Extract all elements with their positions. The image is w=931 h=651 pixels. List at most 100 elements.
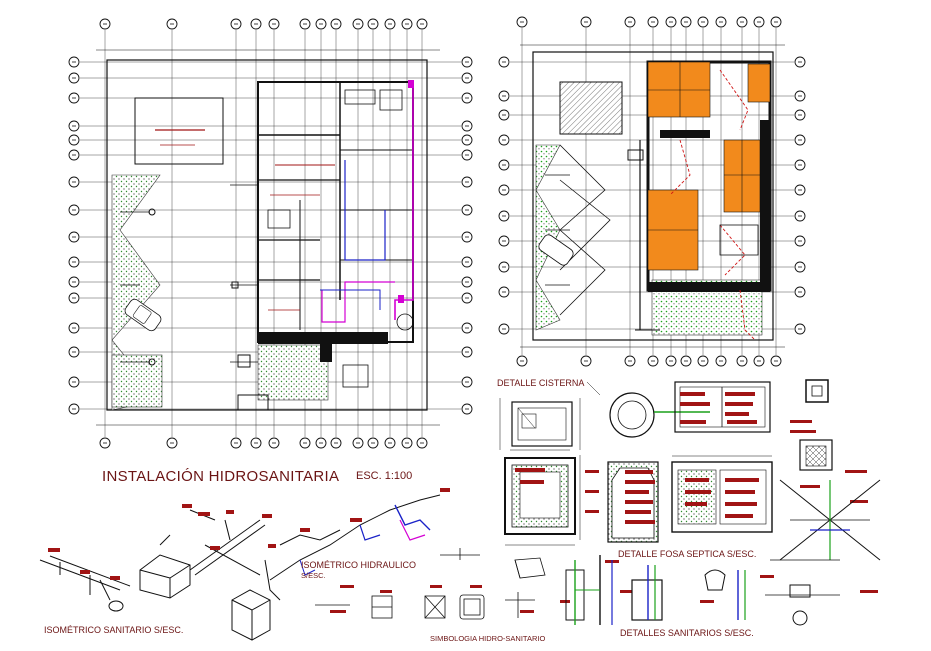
grid-bubble [68, 92, 80, 104]
grid-bubble [315, 18, 327, 30]
annotation-bar [725, 502, 757, 506]
car-symbol-right [538, 234, 574, 266]
grid-bubble [794, 286, 806, 298]
grid-bubble [352, 437, 364, 449]
label-isometrico-hidraulico-scale: S/ESC. [301, 571, 326, 580]
grid-axis-bottom-left [99, 437, 428, 449]
annotation-bar [625, 470, 653, 474]
grid-bubble [794, 134, 806, 146]
grid-bubble [68, 134, 80, 146]
grid-bubble [461, 56, 473, 68]
grid-bubble [68, 276, 80, 288]
grid-bubble [794, 235, 806, 247]
grid-bubble [498, 235, 510, 247]
annotation-bar [620, 590, 632, 593]
grid-bubble [299, 18, 311, 30]
dimension-lines [96, 44, 785, 426]
grid-bubble [461, 231, 473, 243]
grid-bubble [516, 16, 528, 28]
grid-bubble [461, 276, 473, 288]
drawing-title: INSTALACIÓN HIDROSANITARIA [102, 468, 340, 485]
annotation-bar [760, 575, 774, 578]
grid-bubble [498, 90, 510, 102]
grid-bubble [794, 210, 806, 222]
annotation-bar [800, 485, 820, 488]
garden-hatch-bottom [257, 344, 329, 401]
grid-bubble [498, 109, 510, 121]
grid-bubble [461, 149, 473, 161]
grid-bubble [166, 437, 178, 449]
grid-bubble [315, 437, 327, 449]
grid-bubble [68, 120, 80, 132]
grid-bubble [715, 355, 727, 367]
grid-bubble [697, 355, 709, 367]
grid-axis-left [68, 56, 80, 415]
grid-axis-top-left [99, 18, 428, 30]
annotation-bar [625, 510, 651, 514]
grid-bubble [166, 18, 178, 30]
label-simbologia: SIMBOLOGIA HIDRO-SANITARIO [430, 634, 546, 643]
grid-axis-right-left-plan [461, 56, 473, 415]
label-isometrico-hidraulico: ISOMÉTRICO HIDRAULICO [301, 560, 417, 570]
annotation-bar [725, 514, 753, 518]
grid-bubble [416, 437, 428, 449]
grid-bubble [299, 437, 311, 449]
grid-bubble [461, 204, 473, 216]
floor-plan-left [68, 18, 473, 449]
annotation-bar [685, 490, 711, 494]
floor-plan-right [498, 16, 806, 367]
annotation-bar [725, 402, 753, 406]
annotation-bar [680, 402, 710, 406]
annotation-bar [680, 392, 705, 396]
grid-bubble [68, 72, 80, 84]
annotation-bar [625, 520, 655, 524]
annotation-bar [520, 610, 534, 613]
grid-bubble [624, 355, 636, 367]
grid-bubble [230, 18, 242, 30]
grid-bubble [268, 437, 280, 449]
annotation-bar [585, 470, 599, 473]
annotation-bar [680, 420, 706, 424]
grid-bubble [384, 18, 396, 30]
grid-bubble [401, 18, 413, 30]
grid-bubble [230, 437, 242, 449]
car-symbol [124, 298, 162, 332]
annotation-bar [470, 585, 482, 588]
grid-bubble [384, 437, 396, 449]
grid-bubble [498, 184, 510, 196]
annotation-bar [860, 590, 878, 593]
grid-bubble [580, 355, 592, 367]
grid-bubble [461, 376, 473, 388]
grid-bubble [330, 18, 342, 30]
pool-hatch [559, 81, 623, 135]
annotation-bar [850, 500, 868, 503]
water-pipe-blue [344, 160, 386, 261]
grid-bubble [250, 437, 262, 449]
grid-bubble [770, 16, 782, 28]
grid-bubble [498, 261, 510, 273]
grid-bubble [367, 18, 379, 30]
grid-bubble [753, 16, 765, 28]
grid-bubble [461, 322, 473, 334]
isometrico-sanitario [39, 509, 266, 612]
grid-bubble [770, 355, 782, 367]
annotation-bar [520, 480, 544, 484]
grid-axis-bottom-right [516, 355, 782, 367]
label-detalle-cisterna: DETALLE CISTERNA [497, 378, 585, 388]
grid-bubble [68, 403, 80, 415]
label-isometrico-sanitario: ISOMÉTRICO SANITARIO S/ESC. [44, 625, 184, 635]
annotation-bar [515, 468, 545, 472]
grid-bubble [498, 210, 510, 222]
grid-bubble [753, 355, 765, 367]
grid-bubble [401, 437, 413, 449]
grid-axis-right [794, 56, 806, 335]
grid-bubble [461, 120, 473, 132]
annotation-bar [430, 585, 442, 588]
grid-bubble [498, 323, 510, 335]
grid-bubble [516, 355, 528, 367]
grid-bubble [461, 256, 473, 268]
grid-bubble [715, 16, 727, 28]
annotation-bar [700, 600, 714, 603]
grid-bubble [624, 16, 636, 28]
grid-bubble [68, 322, 80, 334]
